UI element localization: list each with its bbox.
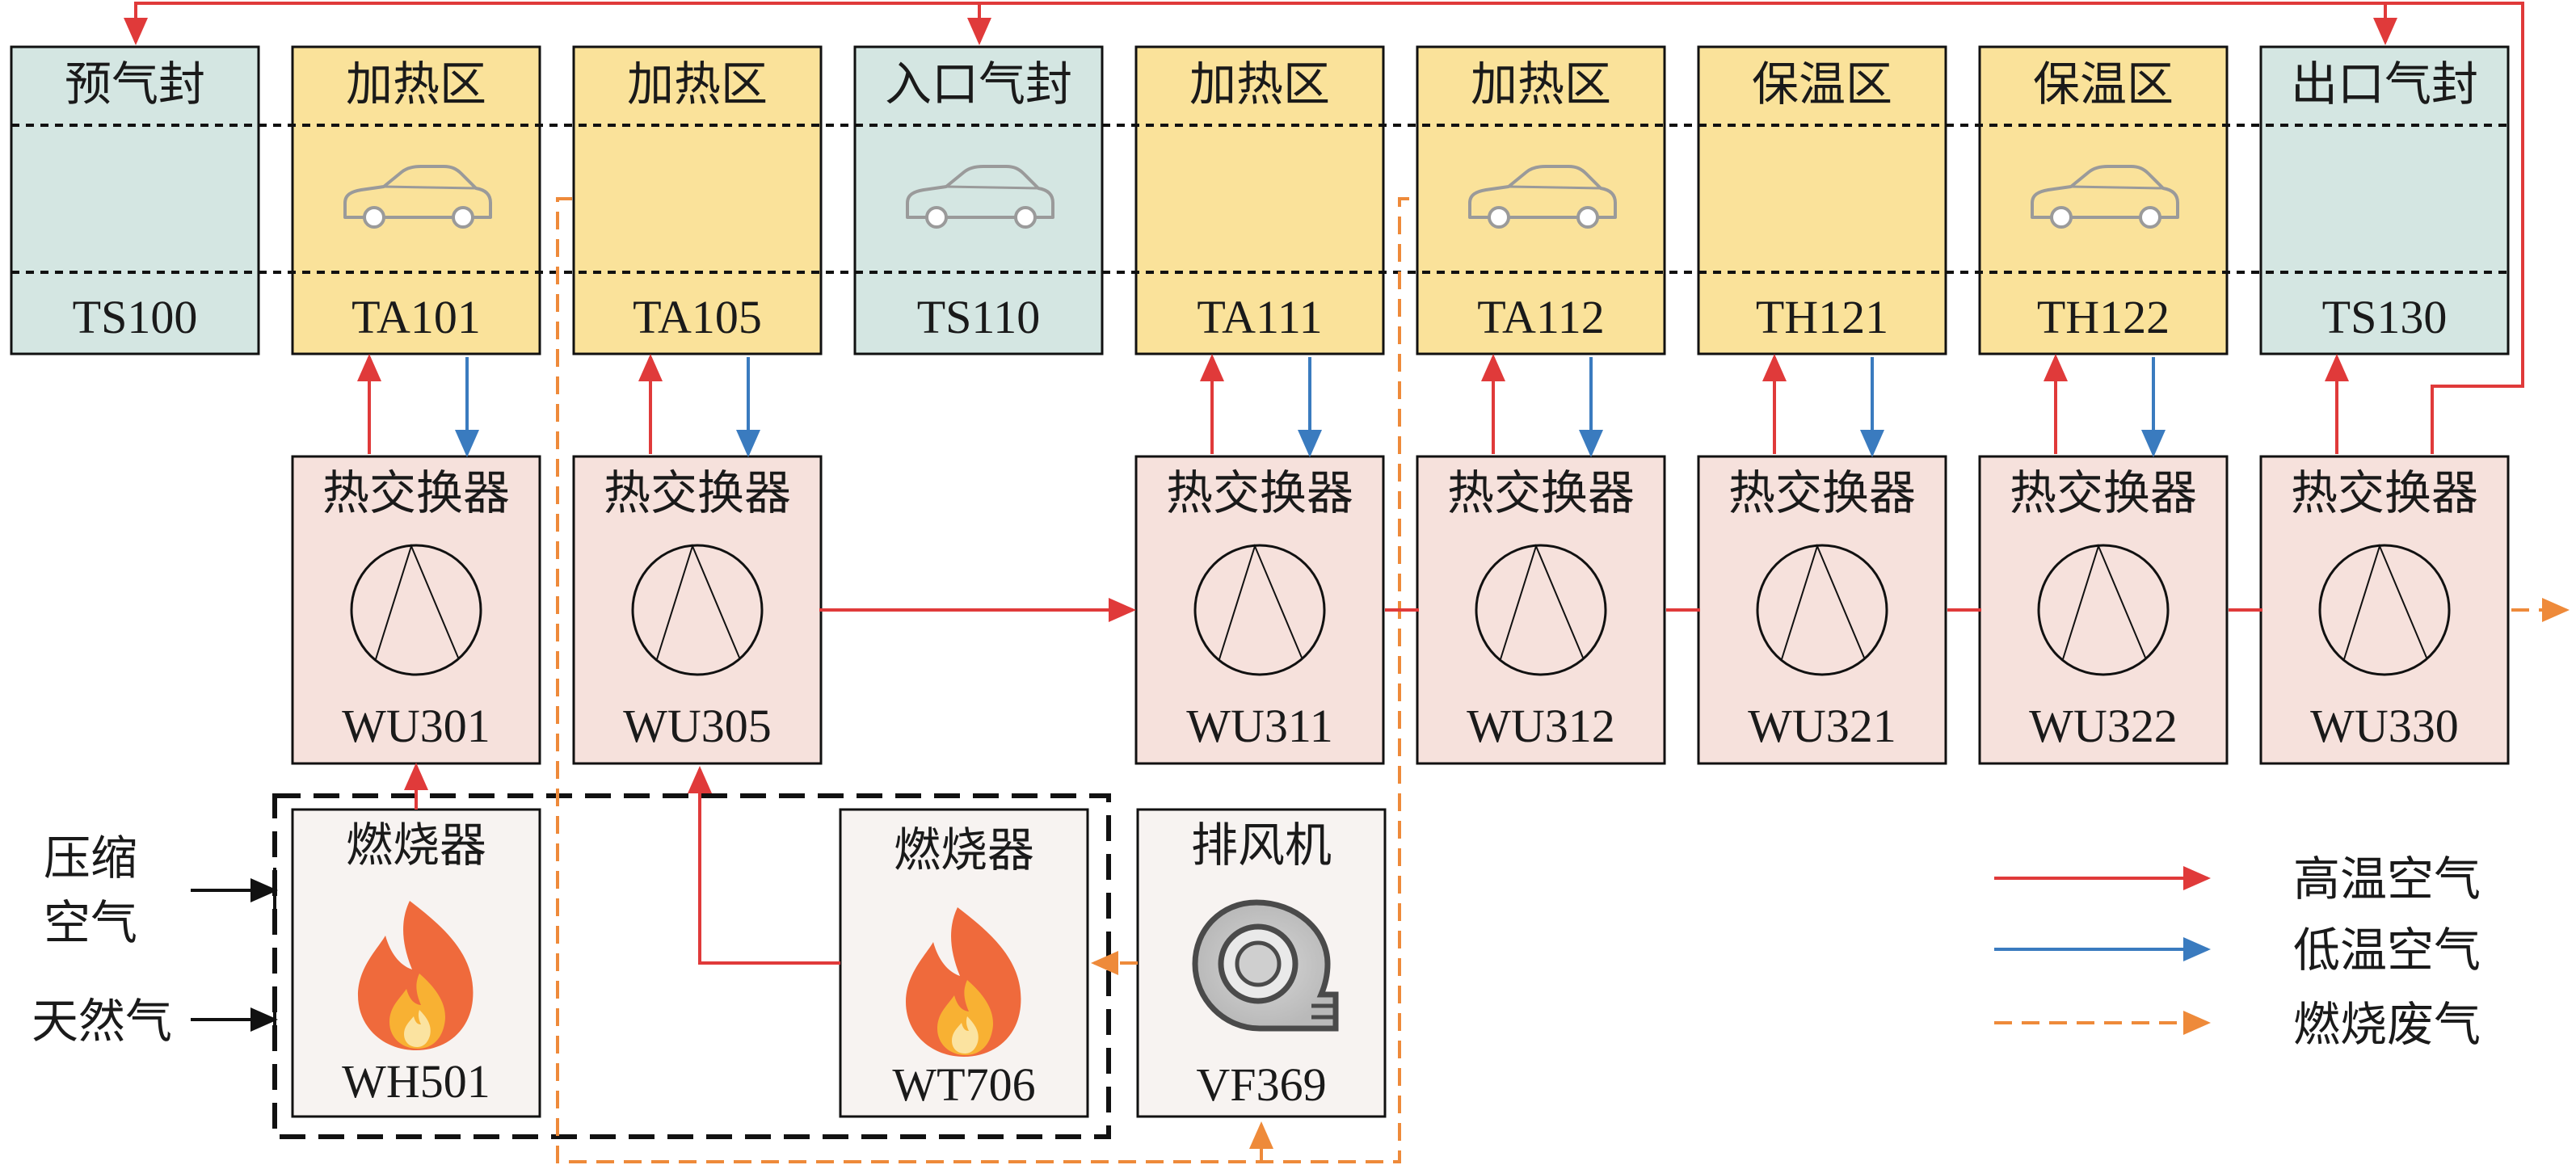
legend-label-cold: 低温空气	[2293, 923, 2481, 978]
exchanger-symbol-icon	[1475, 544, 1607, 676]
fan-code: VF369	[1196, 1058, 1326, 1111]
exchangers-layer: 热交换器WU301热交换器WU305热交换器WU311热交换器WU312热交换器…	[291, 455, 2510, 765]
hot-air-lines	[124, 2, 2524, 965]
exchanger-symbol-icon	[2318, 544, 2451, 676]
exchanger-name: 热交换器	[1728, 465, 1916, 520]
exchanger-name: 热交换器	[1166, 465, 1353, 520]
car-icon	[906, 165, 1054, 229]
zone-th122: 保温区 TH122	[1978, 45, 2229, 355]
zone-code: TA111	[1197, 291, 1322, 343]
exchanger-code: WU312	[1467, 700, 1615, 752]
zone-code: TS110	[917, 291, 1041, 343]
burner-wh501: 燃烧器 WH501	[291, 808, 541, 1118]
fan-vf369: 排风机 VF369	[1136, 808, 1387, 1118]
exchanger-wu305: 热交换器 WU305	[572, 455, 823, 765]
legend: 高温空气 低温空气 燃烧废气	[1994, 852, 2481, 1052]
zone-code: TA112	[1477, 291, 1605, 343]
exchanger-wu322: 热交换器 WU322	[1978, 455, 2229, 765]
zone-ts110: 入口气封 TS110	[853, 45, 1104, 355]
flame-icon	[358, 901, 474, 1050]
input-air-line2: 空气	[44, 895, 137, 950]
exchanger-name: 热交换器	[604, 465, 791, 520]
exchanger-code: WU301	[342, 700, 490, 752]
zone-code: TA105	[633, 291, 762, 343]
zone-name: 预气封	[65, 57, 205, 111]
burner-inputs: 压缩 空气 天然气	[32, 831, 278, 1049]
zone-code: TH122	[2037, 291, 2170, 343]
zone-name: 入口气封	[885, 57, 1072, 111]
burner2-name: 燃烧器	[894, 822, 1034, 877]
burner1-name: 燃烧器	[346, 818, 486, 873]
exchanger-symbol-icon	[631, 544, 764, 676]
exchanger-name: 热交换器	[2010, 465, 2197, 520]
exchanger-symbol-icon	[1756, 544, 1888, 676]
zone-ts130: 出口气封 TS130	[2259, 45, 2510, 355]
zone-name: 加热区	[346, 57, 486, 111]
zone-code: TS100	[73, 291, 198, 343]
zone-code: TA101	[351, 291, 481, 343]
car-icon	[2031, 165, 2179, 229]
exchanger-name: 热交换器	[322, 465, 510, 520]
exchanger-symbol-icon	[1193, 544, 1326, 676]
cold-air-lines	[455, 357, 2166, 457]
exchanger-symbol-icon	[2037, 544, 2170, 676]
zone-th121: 保温区 TH121	[1697, 45, 1947, 355]
zones-layer: 预气封 TS100 加热区 TA101 加热区 TA105 入口气封 TS110 加热区 TA11…	[10, 45, 2510, 355]
exchanger-wu301: 热交换器 WU301	[291, 455, 541, 765]
zone-name: 保温区	[1752, 57, 1892, 111]
zone-name: 保温区	[2033, 57, 2174, 111]
car-icon	[1468, 165, 1617, 229]
exchanger-code: WU322	[2029, 700, 2178, 752]
exchanger-wu312: 热交换器 WU312	[1416, 455, 1666, 765]
exchanger-name: 热交换器	[2291, 465, 2478, 520]
fan-name: 排风机	[1191, 818, 1332, 873]
zone-code: TH121	[1756, 291, 1888, 343]
zone-name: 加热区	[1189, 57, 1330, 111]
burner2-code: WT706	[892, 1058, 1035, 1111]
burner-group-frame	[272, 793, 1111, 1139]
zone-ts100: 预气封 TS100	[10, 45, 260, 355]
exchanger-wu311: 热交换器 WU311	[1134, 455, 1385, 765]
burner1-code: WH501	[342, 1055, 490, 1108]
zone-ta112: 加热区 TA112	[1416, 45, 1666, 355]
exchanger-wu330: 热交换器 WU330	[2259, 455, 2510, 765]
zone-ta111: 加热区 TA111	[1134, 45, 1385, 355]
fan-icon	[1192, 899, 1339, 1032]
exchanger-code: WU311	[1186, 700, 1332, 752]
zone-code: TS130	[2322, 291, 2448, 343]
car-icon	[343, 165, 492, 229]
flame-icon	[906, 907, 1021, 1057]
legend-label-exhaust: 燃烧废气	[2293, 997, 2481, 1052]
zone-name: 加热区	[1471, 57, 1611, 111]
input-gas: 天然气	[32, 994, 172, 1049]
input-air-line1: 压缩	[44, 831, 137, 885]
legend-label-hot: 高温空气	[2293, 852, 2481, 906]
exchanger-symbol-icon	[350, 544, 482, 676]
zone-ta105: 加热区 TA105	[572, 45, 823, 355]
exchanger-name: 热交换器	[1447, 465, 1635, 520]
zone-name: 出口气封	[2291, 57, 2478, 111]
exchanger-wu321: 热交换器 WU321	[1697, 455, 1947, 765]
exchanger-code: WU321	[1748, 700, 1896, 752]
exhaust-lines	[556, 197, 2570, 1163]
exchanger-code: WU330	[2310, 700, 2459, 752]
exchanger-code: WU305	[623, 700, 772, 752]
zone-ta101: 加热区 TA101	[291, 45, 541, 355]
burner-wt706: 燃烧器 WT706	[839, 808, 1089, 1118]
zone-name: 加热区	[627, 57, 768, 111]
